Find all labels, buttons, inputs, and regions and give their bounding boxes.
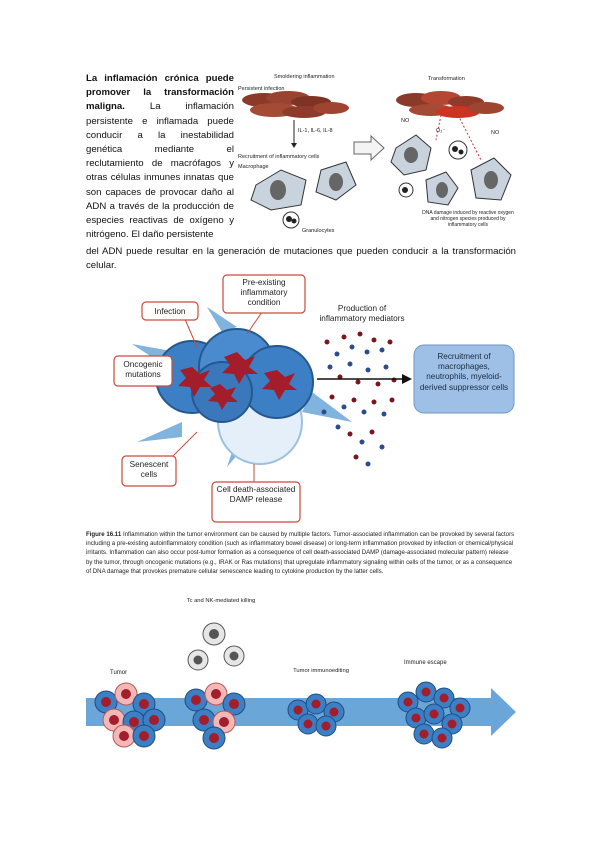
dna-damage-label: DNA damage induced by reactive oxygen an… — [422, 210, 514, 228]
no-label-1: NO — [401, 118, 410, 124]
persistent-infection-label: Persistent infection — [238, 86, 284, 92]
macrophage-label: Macrophage — [238, 164, 269, 170]
immunoediting-label: Tumor immunoediting — [293, 668, 349, 674]
right-panel — [390, 91, 512, 206]
inflammatory-mediators — [321, 331, 397, 467]
escape-cluster — [397, 681, 471, 749]
figure-inflammation-transformation: Smoldering inflammation Persistent infec… — [238, 74, 514, 234]
tumor-cluster — [94, 682, 166, 748]
figure-immunoediting: Tumor Tc and NK-mediated killing — [86, 598, 516, 750]
intro-paragraph: La inflamación crónica puede promover la… — [86, 72, 234, 242]
tumor-cell-cluster — [155, 328, 314, 423]
oncogenic-text: Oncogenic mutations — [123, 360, 163, 379]
tumor-label: Tumor — [110, 670, 127, 676]
senescent-text: Senescent cells — [129, 460, 169, 479]
preexisting-box — [222, 274, 306, 314]
infection-box — [141, 301, 199, 321]
recruitment-box — [413, 344, 515, 414]
production-label: Production of inflammatory mediators — [319, 304, 405, 323]
figure-caption: Figure 16.11 Inflammation within the tum… — [86, 530, 516, 576]
caption-text: Inflammation within the tumor environmen… — [86, 531, 515, 575]
interleukins-label: IL-1, IL-6, IL-8 — [298, 128, 333, 134]
killing-cluster — [184, 622, 246, 750]
oncogenic-box — [113, 355, 173, 387]
celldeath-text: Cell death-associated DAMP release — [216, 485, 296, 504]
immunoediting-cluster — [287, 693, 345, 737]
figure-tumor-inflammation-causes: Recruitment of macrophages, neutrophils,… — [113, 274, 515, 523]
caption-label: Figure 16.11 — [86, 531, 122, 538]
no-label-2: NO — [491, 130, 500, 136]
transformation-label: Transformation — [428, 76, 465, 82]
celldeath-box — [211, 481, 301, 523]
paragraph-continuation: del ADN puede resultar en la generación … — [86, 246, 516, 272]
recruitment-text: Recruitment of macrophages, neutrophils,… — [419, 352, 509, 392]
transition-arrow — [353, 134, 385, 162]
left-panel — [242, 91, 357, 229]
o2-label: O₂⁻ — [436, 128, 445, 134]
infection-text: Infection — [155, 307, 186, 316]
paragraph-body: La inflamación persistente e inflamada p… — [86, 101, 234, 241]
tc-nk-label: Tc and NK-mediated killing — [186, 598, 256, 604]
granulocytes-label: Granulocytes — [302, 228, 335, 234]
smoldering-label: Smoldering inflammation — [274, 74, 335, 80]
escape-label: Immune escape — [404, 660, 447, 666]
senescent-box — [121, 455, 177, 487]
preexisting-text: Pre-existing inflammatory condition — [240, 278, 288, 307]
paragraph-lead: La inflamación crónica puede promover la… — [86, 73, 234, 113]
recruitment-label: Recruitment of inflammatory cells — [238, 154, 320, 160]
